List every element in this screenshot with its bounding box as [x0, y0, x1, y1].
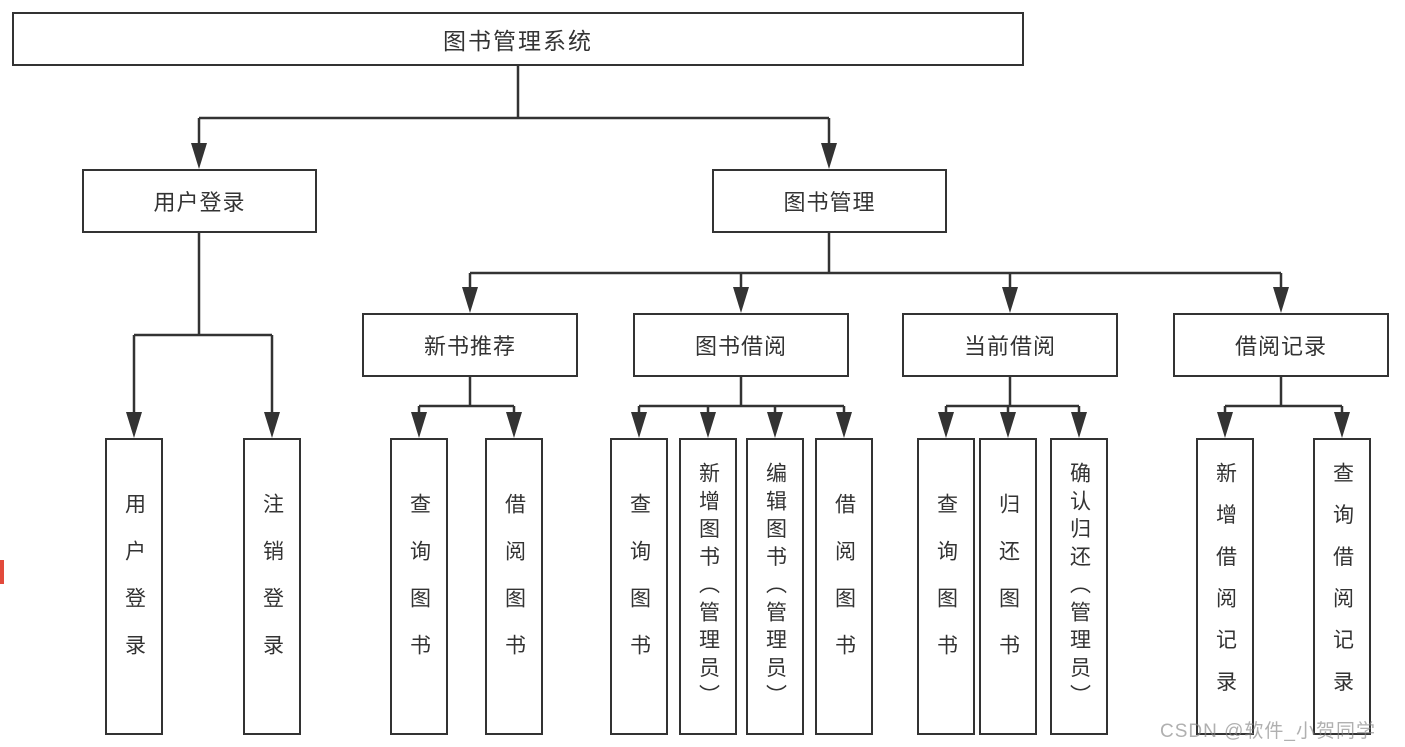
leaf-user-login: 用户登录: [105, 438, 163, 735]
arrow-down-icon: [264, 412, 280, 438]
arrow-down-icon: [126, 412, 142, 438]
leaf-logout: 注销登录: [243, 438, 301, 735]
connector-current-borrowing-group: [944, 377, 1081, 416]
arrow-down-icon: [821, 143, 837, 169]
node-user-login: 用户登录: [82, 169, 317, 233]
arrow-down-icon: [462, 287, 478, 313]
arrow-down-icon: [1217, 412, 1233, 438]
node-book-borrowing: 图书借阅: [633, 313, 849, 377]
arrow-down-icon: [767, 412, 783, 438]
connector-root-to-level2: [197, 66, 831, 146]
connector-book-management-to-level3: [468, 233, 1283, 290]
leaf-query-books-borrowing: 查询图书: [610, 438, 668, 735]
arrow-down-icon: [631, 412, 647, 438]
connector-new-book-group: [417, 377, 516, 416]
arrow-down-icon: [1273, 287, 1289, 313]
arrow-down-icon: [191, 143, 207, 169]
leaf-edit-books-admin: 编辑图书（管理员）: [746, 438, 804, 735]
connector-user-login-group: [132, 233, 274, 416]
arrow-down-icon: [836, 412, 852, 438]
leaf-query-books-recommend: 查询图书: [390, 438, 448, 735]
leaf-query-books-current: 查询图书: [917, 438, 975, 735]
arrow-down-icon: [733, 287, 749, 313]
arrow-down-icon: [700, 412, 716, 438]
leaf-return-books: 归还图书: [979, 438, 1037, 735]
node-library-management-system: 图书管理系统: [12, 12, 1024, 66]
leaf-borrow-books-borrowing: 借阅图书: [815, 438, 873, 735]
leaf-add-books-admin: 新增图书（管理员）: [679, 438, 737, 735]
node-book-management: 图书管理: [712, 169, 947, 233]
left-edge-artifact: [0, 560, 4, 584]
leaf-add-borrow-record: 新增借阅记录: [1196, 438, 1254, 735]
node-current-borrowing: 当前借阅: [902, 313, 1118, 377]
connector-book-borrowing-group: [637, 377, 846, 416]
node-new-book-recommendation: 新书推荐: [362, 313, 578, 377]
connector-borrowing-records-group: [1223, 377, 1344, 416]
arrow-down-icon: [1002, 287, 1018, 313]
arrow-down-icon: [938, 412, 954, 438]
node-borrowing-records: 借阅记录: [1173, 313, 1389, 377]
arrow-down-icon: [411, 412, 427, 438]
arrow-down-icon: [1334, 412, 1350, 438]
leaf-borrow-books-recommend: 借阅图书: [485, 438, 543, 735]
arrow-down-icon: [1000, 412, 1016, 438]
watermark: CSDN @软件_小贺同学: [1160, 721, 1376, 742]
arrowheads: [126, 143, 1350, 438]
arrow-down-icon: [506, 412, 522, 438]
leaf-query-borrow-record: 查询借阅记录: [1313, 438, 1371, 735]
arrow-down-icon: [1071, 412, 1087, 438]
leaf-confirm-return-admin: 确认归还（管理员）: [1050, 438, 1108, 735]
